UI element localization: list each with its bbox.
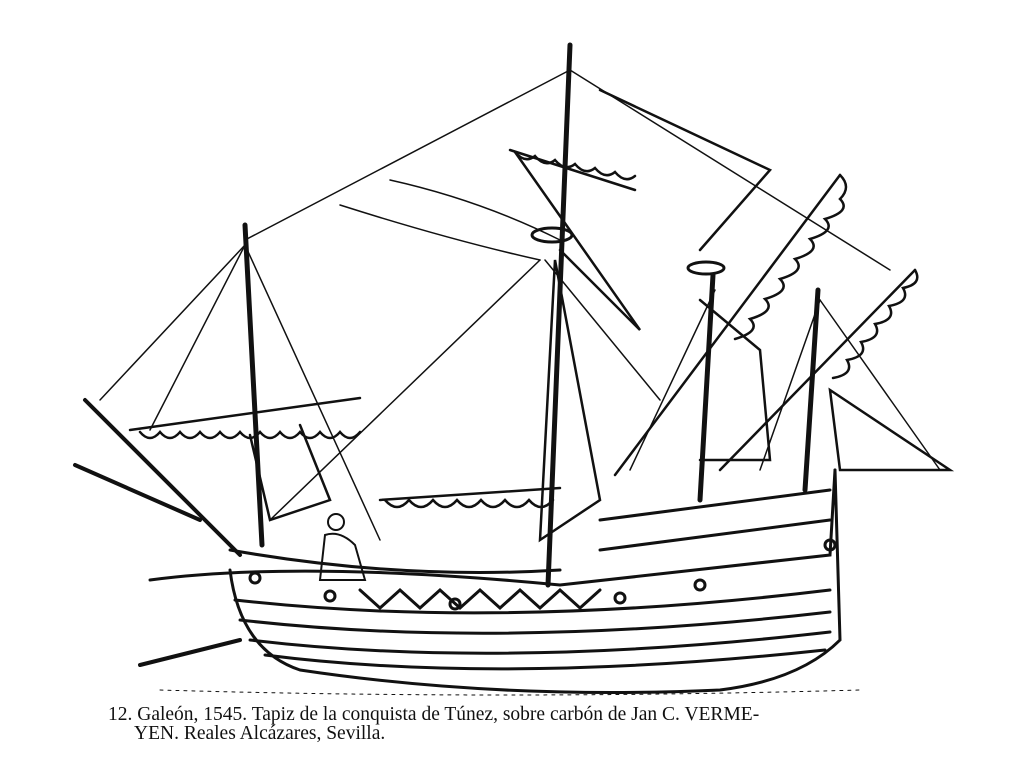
bowsprit [73, 398, 242, 557]
caption-line-1: 12. Galeón, 1545. Tapiz de la conquista … [108, 704, 760, 725]
rigging [99, 69, 941, 541]
masts [242, 42, 821, 588]
hull [138, 468, 842, 694]
figure-number: 12. [108, 704, 133, 725]
sea [159, 689, 861, 696]
sails [128, 88, 955, 543]
caption-text-1: Galeón, 1545. Tapiz de la conquista de T… [137, 704, 760, 725]
caption-line-2: YEN. Reales Alcázares, Sevilla. [134, 723, 386, 744]
sailor-figure [318, 513, 367, 581]
galleon-illustration [73, 42, 955, 696]
